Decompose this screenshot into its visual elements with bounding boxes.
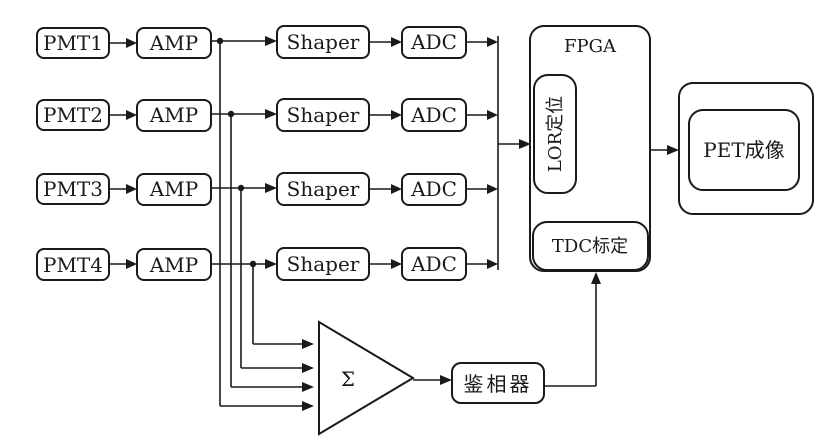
pmt-to-amp-connectors bbox=[109, 38, 137, 269]
fpga-title: FPGA bbox=[564, 36, 617, 57]
adc1-label: ADC bbox=[410, 30, 457, 54]
amp2-box bbox=[136, 99, 212, 132]
amp1-label: AMP bbox=[149, 31, 198, 55]
adc-to-fpga-bus bbox=[466, 36, 531, 270]
adc2-label: ADC bbox=[410, 103, 457, 127]
summing-amplifier bbox=[318, 320, 415, 436]
phase-detector-box bbox=[451, 362, 545, 404]
shaper1-label: Shaper bbox=[287, 30, 360, 54]
shaper2-label: Shaper bbox=[287, 103, 360, 127]
amp3-label: AMP bbox=[149, 177, 198, 201]
sum-symbol: Σ bbox=[341, 367, 355, 391]
amp4-label: AMP bbox=[149, 253, 198, 277]
pet-label: PET成像 bbox=[703, 138, 784, 162]
amp-to-shaper-connectors bbox=[211, 36, 277, 269]
phase-detector-label: 鉴相器 bbox=[464, 372, 533, 396]
pmt2-label: PMT2 bbox=[43, 103, 103, 127]
lor-label: LOR定位 bbox=[545, 96, 566, 172]
amp3-box bbox=[136, 173, 212, 206]
tdc-label: TDC标定 bbox=[552, 236, 628, 257]
shaper-to-adc-connectors bbox=[369, 37, 402, 269]
pet-inner-box bbox=[688, 109, 800, 191]
fpga-to-pet-connector bbox=[650, 145, 679, 155]
pmt4-label: PMT4 bbox=[43, 253, 103, 277]
sum-tap-lines bbox=[216, 37, 314, 411]
amp2-label: AMP bbox=[149, 103, 198, 127]
sum-to-phase-connector bbox=[413, 375, 452, 385]
pmt3-label: PMT3 bbox=[43, 177, 103, 201]
lor-box bbox=[533, 74, 577, 194]
tdc-box bbox=[532, 221, 649, 271]
phase-to-tdc-connector bbox=[544, 272, 601, 387]
adc4-label: ADC bbox=[410, 252, 457, 276]
adc3-label: ADC bbox=[410, 177, 457, 201]
shaper3-label: Shaper bbox=[287, 177, 360, 201]
pmt1-label: PMT1 bbox=[43, 31, 103, 55]
shaper4-label: Shaper bbox=[287, 252, 360, 276]
